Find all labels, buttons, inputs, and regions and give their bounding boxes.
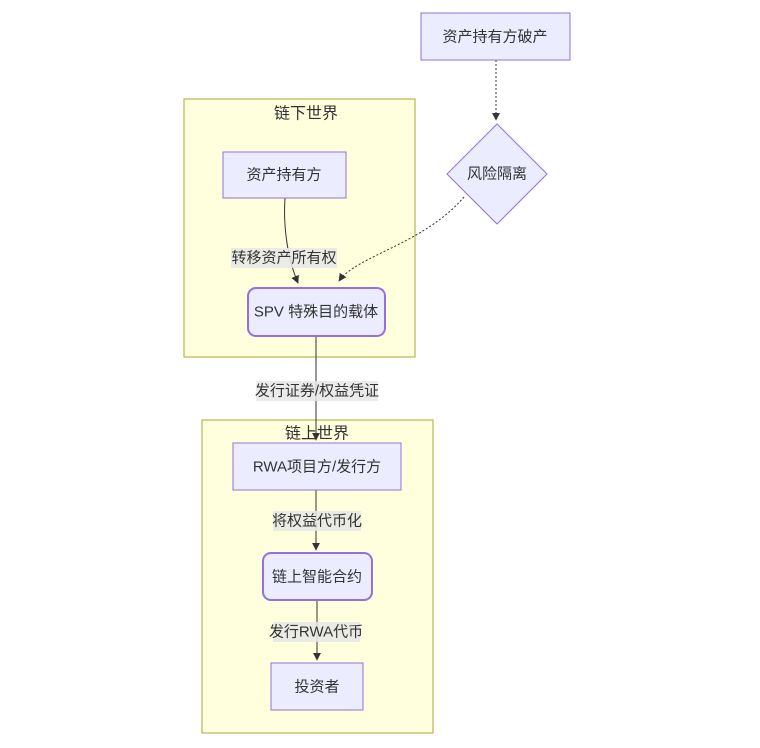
node-holder: 资产持有方 bbox=[222, 151, 347, 199]
node-spv-label: SPV 特殊目的载体 bbox=[254, 304, 378, 321]
node-bankrupt: 资产持有方破产 bbox=[420, 12, 571, 61]
edge-label-issue-token-text: 发行RWA代币 bbox=[269, 624, 363, 641]
node-spv: SPV 特殊目的载体 bbox=[247, 287, 386, 337]
edge-label-issue-securities-bg bbox=[256, 381, 378, 401]
node-investor-label: 投资者 bbox=[294, 679, 339, 696]
node-rwa-issuer: RWA项目方/发行方 bbox=[232, 442, 402, 491]
edge-label-tokenize-bg bbox=[273, 511, 361, 531]
edge-label-issue-securities-text: 发行证券/权益凭证 bbox=[255, 383, 379, 400]
node-rwa-issuer-box bbox=[232, 442, 402, 491]
edge-label-issue-securities: 发行证券/权益凭证 bbox=[255, 381, 379, 401]
node-risk-label: 风险隔离 bbox=[467, 166, 527, 183]
node-bankrupt-box bbox=[420, 12, 571, 61]
node-spv-box bbox=[247, 287, 386, 337]
edge-label-transfer-text: 转移资产所有权 bbox=[231, 250, 336, 267]
node-risk-diamond bbox=[446, 123, 548, 225]
edge-label-issue-token-bg bbox=[273, 622, 360, 642]
cluster-onchain-title: 链上世界 bbox=[285, 425, 349, 443]
node-investor-box bbox=[270, 662, 364, 711]
node-rwa-issuer-label: RWA项目方/发行方 bbox=[253, 459, 381, 476]
edge-label-issue-token: 发行RWA代币 bbox=[269, 622, 363, 642]
node-smart-contract-label: 链上智能合约 bbox=[272, 568, 362, 586]
node-smart-contract-box bbox=[262, 552, 373, 601]
edge-risk-to-spv bbox=[338, 196, 465, 282]
cluster-offchain-title: 链下世界 bbox=[274, 105, 338, 123]
node-bankrupt-label: 资产持有方破产 bbox=[442, 29, 547, 46]
node-investor: 投资者 bbox=[270, 662, 364, 711]
node-holder-label: 资产持有方 bbox=[246, 167, 321, 184]
node-holder-box bbox=[222, 151, 347, 199]
edge-label-tokenize: 将权益代币化 bbox=[272, 511, 362, 531]
node-smart-contract: 链上智能合约 bbox=[262, 552, 373, 601]
edge-holder-to-spv bbox=[284, 197, 299, 284]
node-risk: 风险隔离 bbox=[446, 123, 548, 225]
edge-label-transfer-bg bbox=[231, 248, 337, 268]
edge-label-transfer: 转移资产所有权 bbox=[231, 248, 337, 268]
edge-label-tokenize-text: 将权益代币化 bbox=[272, 513, 362, 530]
